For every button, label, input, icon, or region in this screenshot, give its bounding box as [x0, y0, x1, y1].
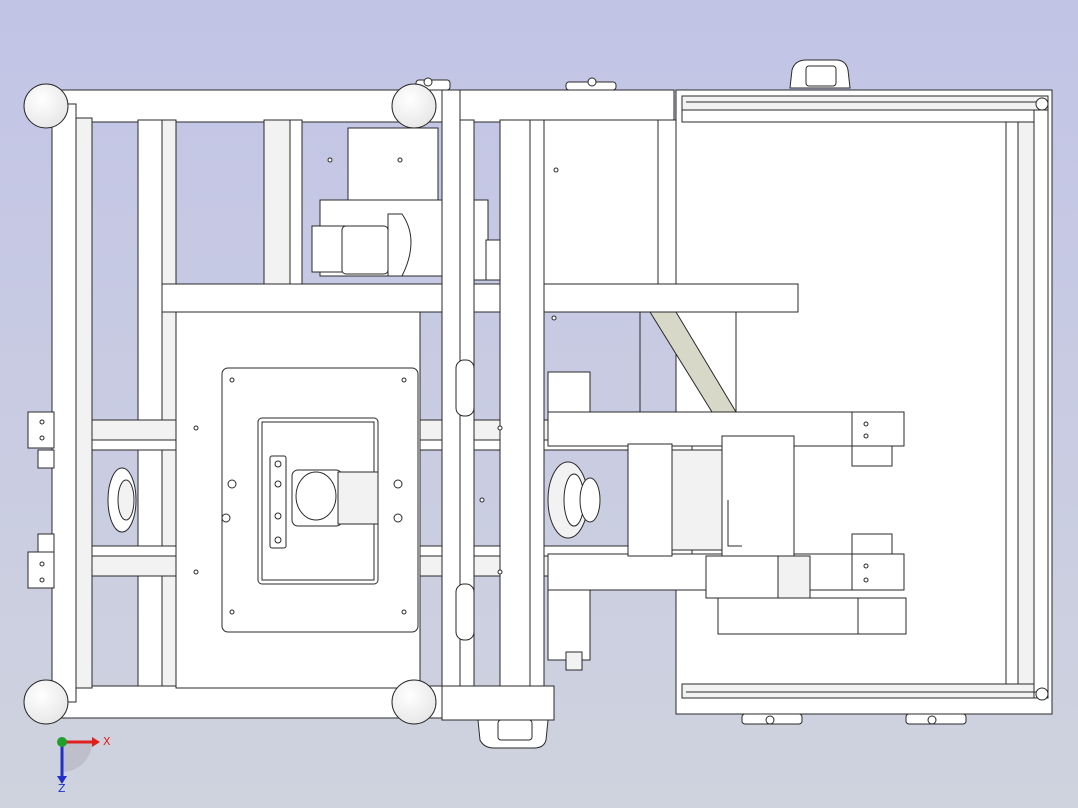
- triad-z-arrow: [57, 776, 67, 784]
- top-motor-assembly: [311, 127, 507, 281]
- triad-quarter-disc: [62, 742, 92, 772]
- gripper-block: [547, 435, 907, 635]
- bottom-handle: [477, 719, 549, 749]
- pneumatic-cylinder-stack: [547, 371, 591, 671]
- triad-x-arrow: [92, 737, 100, 747]
- triad-y-axis: [57, 737, 67, 747]
- main-plate: [175, 311, 421, 689]
- triad-z-label: Z: [58, 782, 66, 795]
- front-gantry: [441, 89, 677, 721]
- corner-balls: [23, 83, 437, 725]
- cross-beam: [161, 283, 799, 313]
- top-handle: [789, 59, 851, 89]
- assembly: [23, 59, 1053, 749]
- axis-triad: X Z: [57, 735, 111, 795]
- left-frame: [49, 89, 443, 719]
- triad-x-label: X: [103, 735, 111, 748]
- left-roller: [37, 449, 137, 553]
- diagonal-brace: [639, 311, 737, 413]
- bottom-clamps: [741, 713, 967, 725]
